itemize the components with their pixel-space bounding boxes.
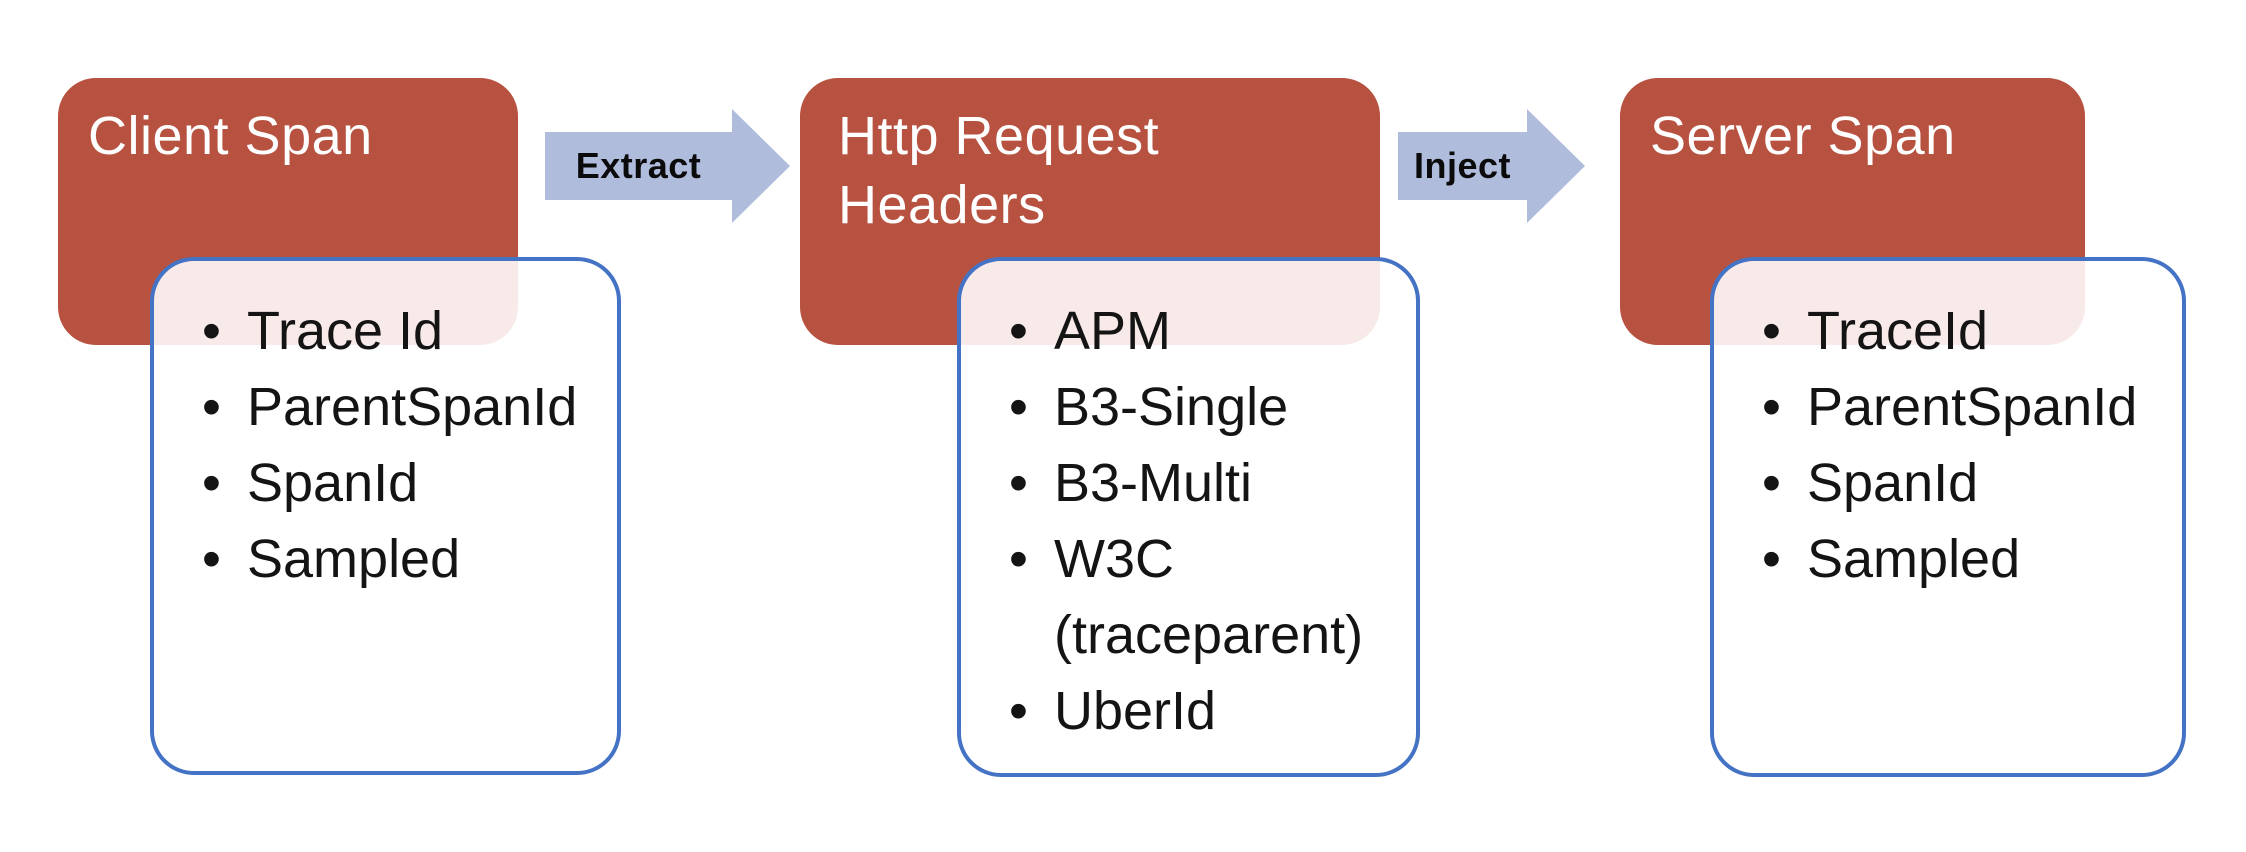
arrow-extract-label: Extract [575,145,702,186]
list-item: Sampled [154,521,599,597]
node-title-client-span: Client Span [88,106,373,166]
card-client-span-fields: Trace IdParentSpanIdSpanIdSampled [150,257,621,775]
field-list-server-span: TraceIdParentSpanIdSpanIdSampled [1714,261,2182,597]
card-server-span-fields: TraceIdParentSpanIdSpanIdSampled [1710,257,2186,777]
list-item: Trace Id [154,293,599,369]
arrow-inject: Inject [1398,109,1585,223]
list-item: B3-Multi [961,445,1398,521]
field-list-http-headers: APMB3-SingleB3-MultiW3C (traceparent)Ube… [961,261,1416,749]
card-http-header-formats: APMB3-SingleB3-MultiW3C (traceparent)Ube… [957,257,1420,777]
list-item: TraceId [1714,293,2164,369]
node-title-server-span: Server Span [1650,106,1956,166]
list-item: W3C (traceparent) [961,521,1398,673]
arrow-extract: Extract [545,109,790,223]
list-item: B3-Single [961,369,1398,445]
list-item: Sampled [1714,521,2164,597]
arrow-inject-label: Inject [1413,145,1512,186]
list-item: SpanId [154,445,599,521]
list-item: SpanId [1714,445,2164,521]
node-title-http-request-headers: Http Request Headers [838,106,1160,235]
field-list-client-span: Trace IdParentSpanIdSpanIdSampled [154,261,617,597]
right-arrow-icon [1527,109,1585,223]
list-item: ParentSpanId [154,369,599,445]
arrow-inject-body: Inject [1398,132,1527,200]
list-item: UberId [961,673,1398,749]
arrow-extract-body: Extract [545,132,732,200]
list-item: ParentSpanId [1714,369,2164,445]
list-item: APM [961,293,1398,369]
right-arrow-icon [732,109,790,223]
